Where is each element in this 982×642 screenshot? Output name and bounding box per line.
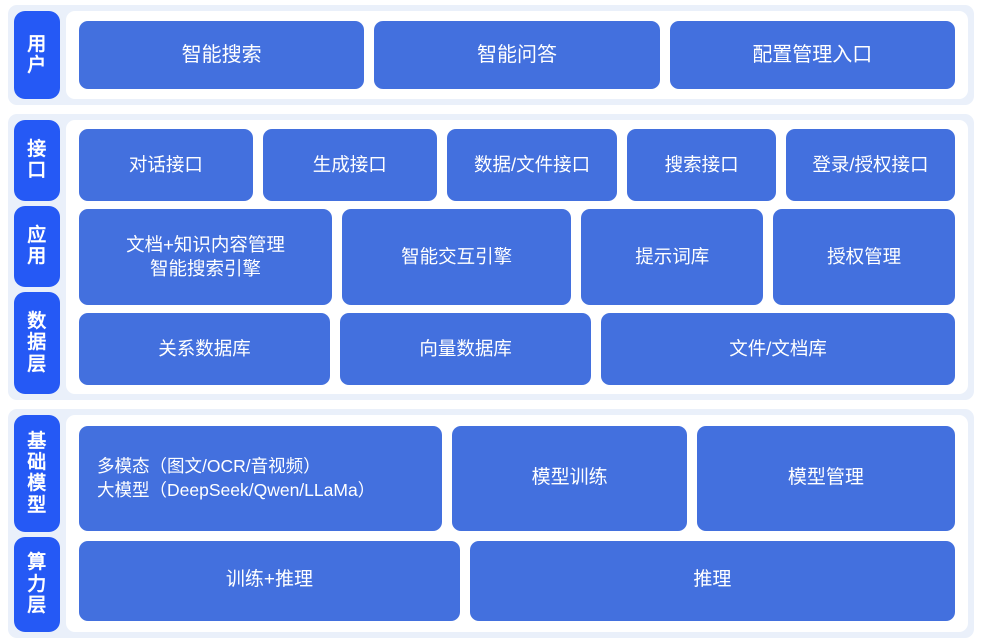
architecture-card-智能交互引擎[interactable]: 智能交互引擎	[341, 208, 572, 306]
row-foundation-model: 多模态（图文/OCR/音视频） 大模型（DeepSeek/Qwen/LLaMa）…	[79, 426, 955, 531]
architecture-card-提示词库[interactable]: 提示词库	[581, 208, 764, 306]
layer-tab-char: 口	[27, 160, 47, 182]
architecture-card-向量数据库[interactable]: 向量数据库	[340, 313, 592, 386]
layer-tab-char: 户	[27, 55, 47, 76]
layer-tab-char: 数	[27, 311, 47, 332]
layer-tab-compute[interactable]: 算力层	[14, 536, 60, 633]
rail-bottom: 基础模型 算力层	[14, 415, 60, 633]
layer-tab-char: 力	[27, 573, 47, 595]
row-data: 关系数据库向量数据库文件/文档库	[79, 313, 955, 386]
architecture-card-模型训练[interactable]: 模型训练	[452, 426, 687, 531]
architecture-card-智能搜索[interactable]: 智能搜索	[79, 21, 365, 89]
architecture-card-配置管理入口[interactable]: 配置管理入口	[669, 21, 955, 89]
section-bottom: 基础模型 算力层 多模态（图文/OCR/音视频） 大模型（DeepSeek/Qw…	[8, 409, 974, 638]
layer-tab-char: 型	[27, 494, 47, 516]
panel-bottom: 多模态（图文/OCR/音视频） 大模型（DeepSeek/Qwen/LLaMa）…	[66, 415, 968, 632]
architecture-card-关系数据库[interactable]: 关系数据库	[79, 313, 331, 386]
section-user: 用户 智能搜索智能问答配置管理入口	[8, 5, 974, 105]
layer-tab-data[interactable]: 数据层	[14, 291, 60, 394]
architecture-card-搜索接口[interactable]: 搜索接口	[627, 129, 776, 201]
rail-user: 用户	[14, 11, 60, 99]
layer-tab-char: 据	[27, 332, 47, 354]
layer-tab-char: 用	[27, 33, 47, 55]
layer-tab-char: 础	[27, 452, 47, 474]
architecture-card-文件/文档库[interactable]: 文件/文档库	[601, 313, 955, 386]
architecture-card-文档+知识内容管理-智能搜索引擎[interactable]: 文档+知识内容管理 智能搜索引擎	[79, 208, 332, 306]
layer-tab-foundation-model[interactable]: 基础模型	[14, 415, 60, 532]
layer-tab-char: 用	[27, 246, 47, 268]
panel-user: 智能搜索智能问答配置管理入口	[66, 11, 968, 99]
row-compute: 训练+推理推理	[79, 540, 955, 621]
architecture-card-授权管理[interactable]: 授权管理	[773, 208, 956, 306]
layer-tab-char: 模	[27, 473, 47, 495]
rail-middle: 接口 应用 数据层	[14, 120, 60, 394]
architecture-card-智能问答[interactable]: 智能问答	[374, 21, 660, 89]
architecture-card-模型管理[interactable]: 模型管理	[696, 426, 955, 531]
row-application: 文档+知识内容管理 智能搜索引擎智能交互引擎提示词库授权管理	[79, 208, 956, 306]
panel-middle: 对话接口生成接口数据/文件接口搜索接口登录/授权接口 文档+知识内容管理 智能搜…	[66, 120, 968, 394]
layer-tab-char: 算	[27, 552, 47, 574]
layer-tab-char: 基	[27, 430, 47, 452]
layer-tab-char: 应	[27, 225, 47, 247]
architecture-card-数据/文件接口[interactable]: 数据/文件接口	[446, 129, 618, 201]
layer-tab-char: 层	[27, 353, 47, 375]
layer-tab-char: 接	[27, 139, 47, 161]
architecture-card-生成接口[interactable]: 生成接口	[262, 129, 437, 201]
architecture-card-对话接口[interactable]: 对话接口	[79, 129, 253, 201]
architecture-card-训练+推理[interactable]: 训练+推理	[79, 540, 460, 621]
row-interface: 对话接口生成接口数据/文件接口搜索接口登录/授权接口	[79, 129, 955, 201]
architecture-card-登录/授权接口[interactable]: 登录/授权接口	[785, 129, 955, 201]
layer-tab-user[interactable]: 用户	[14, 11, 60, 99]
row-user-entries: 智能搜索智能问答配置管理入口	[79, 21, 955, 89]
architecture-card-多模态（图文/OCR/音视频）-大模型（Deep[interactable]: 多模态（图文/OCR/音视频） 大模型（DeepSeek/Qwen/LLaMa）	[79, 426, 443, 531]
layer-tab-application[interactable]: 应用	[14, 205, 60, 287]
layer-tab-interface[interactable]: 接口	[14, 120, 60, 201]
layer-tab-char: 层	[27, 594, 47, 616]
architecture-card-推理[interactable]: 推理	[469, 540, 955, 621]
section-middle: 接口 应用 数据层 对话接口生成接口数据/文件接口搜索接口登录/授权接口 文档+…	[8, 114, 974, 400]
